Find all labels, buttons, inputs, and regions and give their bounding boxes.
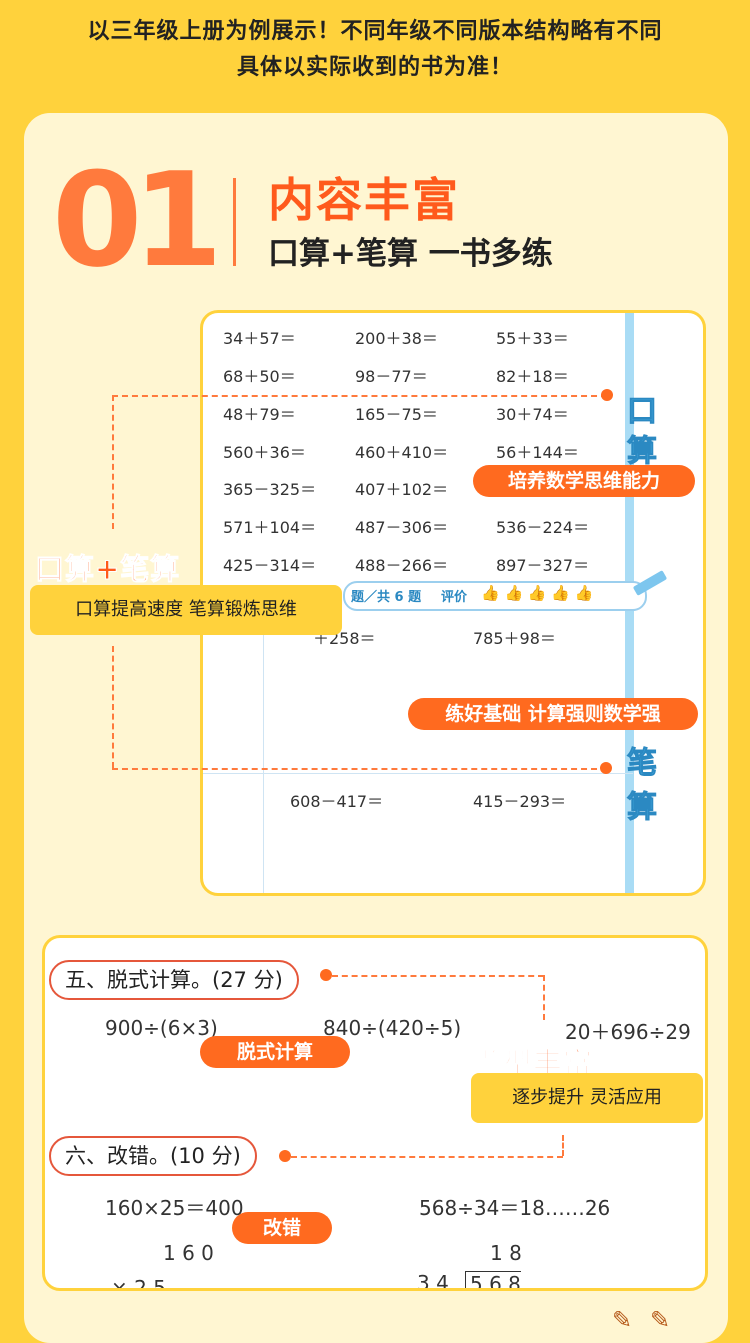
vertical-calc: 5 6 8	[465, 1271, 521, 1288]
oral-problem: 82＋18＝	[496, 367, 569, 386]
oral-problem: 487－306＝	[355, 518, 449, 537]
oral-problem: 98－77＝	[355, 367, 428, 386]
callout-step-calc: 脱式计算	[200, 1036, 350, 1068]
oral-written-desc: 口算提高速度 笔算锻炼思维	[30, 585, 342, 635]
oral-problem: 165－75＝	[355, 405, 438, 424]
section-title: 内容丰富	[268, 173, 460, 227]
progress-strip: 题／共 6 题 评价 👍 👍 👍 👍 👍	[343, 581, 647, 611]
section-subtitle: 口算+笔算 一书多练	[268, 236, 553, 272]
notice-line-2: 具体以实际收到的书为准！	[236, 55, 513, 80]
oral-problem: 425－314＝	[223, 556, 317, 575]
connector-line	[112, 395, 607, 397]
connector-line	[291, 1156, 563, 1158]
connector-line	[332, 975, 544, 977]
oral-problem: 897－327＝	[496, 556, 590, 575]
rating-thumbs-icon: 👍 👍 👍 👍 👍	[481, 584, 594, 602]
exercise-item: 840÷(420÷5)	[323, 1016, 462, 1040]
section-number: 01	[52, 144, 223, 296]
practice-sheet: 34＋57＝ 200＋38＝ 55＋33＝ 68＋50＝ 98－77＝ 82＋1…	[200, 310, 706, 896]
strip-count: 题／共 6 题	[351, 590, 422, 605]
callout-thinking: 培养数学思维能力	[473, 465, 695, 497]
connector-line	[543, 975, 545, 1020]
connector-dot	[600, 762, 612, 774]
vertical-calc: 1 6 0	[163, 1241, 214, 1265]
sheet-rule	[203, 773, 633, 774]
oral-problem: 571＋104＝	[223, 518, 317, 537]
connector-dot	[279, 1150, 291, 1162]
oral-problem: 365－325＝	[223, 480, 317, 499]
vertical-calc: 1 8	[490, 1241, 522, 1265]
oral-problem: 460＋410＝	[355, 443, 449, 462]
connector-line	[112, 768, 607, 770]
written-problem: 785＋98＝	[473, 629, 556, 648]
callout-foundation: 练好基础 计算强则数学强	[408, 698, 698, 730]
title-divider	[233, 178, 236, 266]
side-label-written: 笔	[627, 746, 658, 782]
side-label-written: 算	[627, 790, 658, 826]
connector-line	[112, 646, 114, 768]
strip-eval: 评价	[441, 590, 468, 605]
mascot-icon: ✎	[650, 1306, 671, 1334]
oral-written-title: 口算+笔算	[34, 552, 181, 587]
oral-problem: 488－266＝	[355, 556, 449, 575]
exercise-item: 160×25＝400	[105, 1196, 244, 1220]
exercise-item: 20＋696÷29	[565, 1020, 691, 1044]
written-problem: 415－293＝	[473, 792, 567, 811]
vertical-calc: 3 4	[417, 1271, 449, 1291]
oral-problem: 200＋38＝	[355, 329, 438, 348]
oral-problem: 407＋102＝	[355, 480, 449, 499]
connector-line	[562, 1135, 564, 1156]
connector-line	[112, 395, 114, 529]
oral-problem: 536－224＝	[496, 518, 590, 537]
section-five-label: 五、脱式计算。(27 分)	[49, 960, 299, 1000]
side-label-oral: 算	[627, 434, 658, 470]
connector-dot	[601, 389, 613, 401]
sheet-rule	[263, 615, 264, 893]
written-problem: 608－417＝	[290, 792, 384, 811]
mascot-icon: ✎	[612, 1306, 633, 1334]
exercise-item: 568÷34＝18……26	[419, 1196, 611, 1220]
oral-problem: 48＋79＝	[223, 405, 296, 424]
variety-desc: 逐步提升 灵活应用	[471, 1073, 703, 1123]
pencil-icon	[632, 570, 668, 596]
oral-problem: 34＋57＝	[223, 329, 296, 348]
oral-problem: 68＋50＝	[223, 367, 296, 386]
section-six-label: 六、改错。(10 分)	[49, 1136, 257, 1176]
side-label-oral: 口	[627, 394, 658, 430]
notice-line-1: 以三年级上册为例展示！不同年级不同版本结构略有不同	[87, 19, 663, 44]
notice: 以三年级上册为例展示！不同年级不同版本结构略有不同 具体以实际收到的书为准！	[0, 14, 750, 86]
callout-correct: 改错	[232, 1212, 332, 1244]
oral-problem: 55＋33＝	[496, 329, 569, 348]
oral-problem: 56＋144＝	[496, 443, 579, 462]
connector-dot	[320, 969, 332, 981]
oral-problem: 560＋36＝	[223, 443, 306, 462]
vertical-calc: × 2 5	[111, 1276, 166, 1291]
oral-problem: 30＋74＝	[496, 405, 569, 424]
exercise-item: 900÷(6×3)	[105, 1016, 218, 1040]
